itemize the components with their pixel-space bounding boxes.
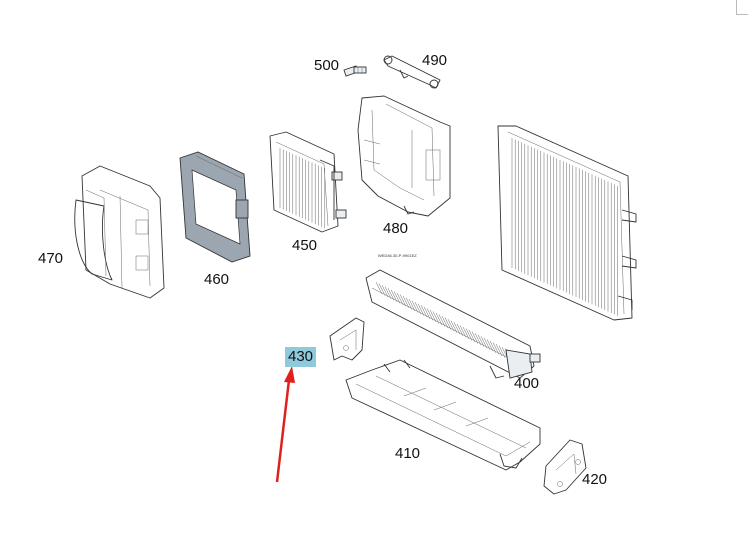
part-450-radiator — [269, 131, 347, 233]
fin-line — [396, 292, 404, 305]
fin-line — [474, 333, 482, 346]
callout-430-highlighted[interactable]: 430 — [285, 347, 317, 367]
fin-line — [387, 288, 395, 301]
fin-line — [477, 334, 485, 347]
callout-490: 490 — [422, 52, 448, 69]
part-420-bracket — [543, 439, 587, 495]
fin-line — [390, 289, 398, 302]
part-430-bracket — [329, 317, 365, 361]
fin-line — [480, 336, 488, 349]
fin-line — [384, 286, 392, 299]
callout-410: 410 — [395, 445, 421, 462]
fin-line — [483, 337, 491, 350]
fin-line — [402, 295, 410, 309]
fin-line — [471, 331, 479, 344]
fin-line — [498, 345, 506, 358]
fin-line — [441, 315, 449, 329]
fin-line — [465, 328, 473, 341]
fin-line — [447, 319, 455, 332]
fin-line — [414, 302, 422, 315]
fin-line — [423, 306, 431, 319]
fin-line — [438, 314, 446, 327]
fin-line — [456, 323, 464, 336]
fin-line — [435, 312, 443, 326]
fin-line — [462, 326, 470, 340]
fin-line — [408, 298, 416, 312]
fin-line — [489, 340, 497, 354]
callout-420: 420 — [582, 471, 608, 488]
callout-480: 480 — [383, 220, 409, 237]
callout-400: 400 — [514, 375, 540, 392]
fin-line — [426, 308, 434, 321]
red-arrow-pointer — [275, 366, 295, 483]
fin-line — [453, 322, 461, 335]
fin-line — [420, 305, 428, 318]
fin-line — [411, 300, 419, 313]
fin-line — [468, 329, 476, 343]
fin-line — [417, 303, 425, 316]
part-410-tray — [345, 359, 541, 471]
callout-460: 460 — [204, 271, 230, 288]
callout-500: 500 — [314, 57, 340, 74]
fin-line — [444, 317, 452, 330]
fin-line — [486, 339, 494, 352]
fin-line — [432, 311, 440, 324]
part-490-bracket — [383, 55, 441, 89]
fin-line — [429, 309, 437, 323]
fin-line — [450, 320, 458, 333]
part-condenser — [497, 125, 637, 321]
page-corner-mark — [736, 0, 748, 15]
part-480-housing — [357, 95, 451, 217]
callout-470: 470 — [38, 250, 64, 267]
part-500-bolt — [343, 65, 367, 77]
fin-line — [495, 343, 503, 357]
fin-line — [459, 325, 467, 338]
part-460-frame — [179, 151, 251, 263]
fin-line — [378, 283, 386, 296]
drawing-reference-label: WED46.30-P-9901EZ — [378, 253, 417, 258]
fin-line — [492, 342, 500, 355]
fin-line — [405, 297, 413, 310]
part-400-radiator — [365, 269, 541, 379]
fin-line — [393, 291, 401, 304]
callout-450: 450 — [292, 237, 318, 254]
fin-line — [381, 284, 389, 298]
part-470-shroud — [74, 165, 165, 299]
fin-line — [375, 281, 383, 295]
fin-line — [399, 294, 407, 307]
